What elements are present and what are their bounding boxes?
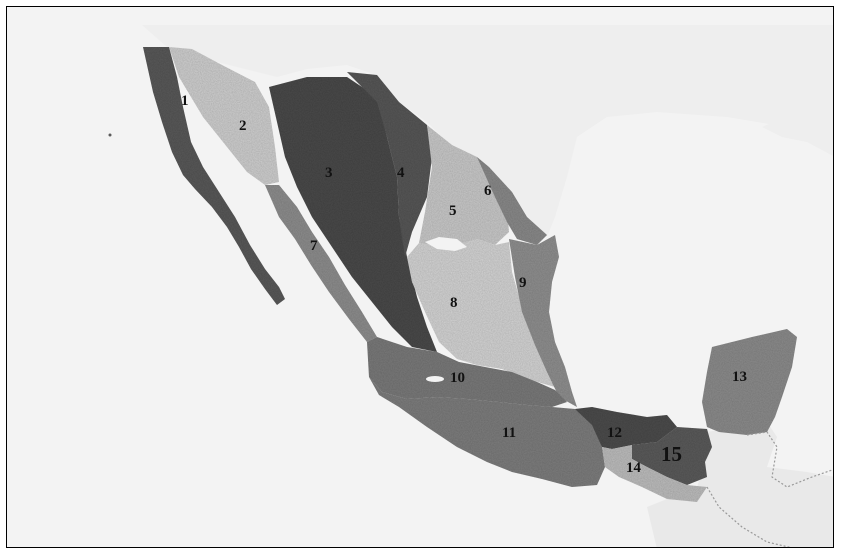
- region-label-13: 13: [732, 369, 747, 385]
- region-label-2: 2: [239, 118, 247, 134]
- island: [108, 133, 112, 137]
- florida: [762, 112, 833, 156]
- region-12: [575, 407, 677, 449]
- region-label-7: 7: [310, 238, 318, 254]
- us-landmass: [142, 25, 833, 237]
- region-7: [265, 185, 377, 342]
- lake: [425, 237, 467, 251]
- region-11: [369, 377, 605, 487]
- region-label-11: 11: [502, 425, 517, 441]
- region-10: [367, 337, 567, 407]
- region-label-15: 15: [661, 442, 682, 466]
- country-border: [706, 486, 792, 547]
- region-label-1: 1: [181, 93, 189, 109]
- region-label-4: 4: [397, 165, 405, 181]
- map-frame: 1 2 3 4 5 6 7 8 9 10 11 12 13 14 15: [6, 6, 834, 548]
- lake: [426, 376, 444, 382]
- region-8: [407, 239, 555, 387]
- region-3: [269, 77, 437, 352]
- central-america: [647, 422, 833, 547]
- region-label-12: 12: [607, 425, 622, 441]
- region-14: [602, 445, 707, 502]
- country-border: [746, 431, 833, 488]
- region-4: [347, 72, 432, 257]
- region-9: [509, 235, 577, 407]
- region-13: [702, 329, 797, 435]
- region-1: [143, 47, 285, 305]
- map-svg: [7, 7, 833, 547]
- region-label-8: 8: [450, 295, 458, 311]
- region-15: [632, 427, 712, 485]
- region-label-6: 6: [484, 183, 492, 199]
- region-label-10: 10: [450, 370, 465, 386]
- region-6: [477, 157, 547, 245]
- region-2: [169, 47, 279, 185]
- region-label-14: 14: [626, 460, 641, 476]
- region-label-3: 3: [325, 165, 333, 181]
- map-area: 1 2 3 4 5 6 7 8 9 10 11 12 13 14 15: [7, 7, 833, 547]
- region-label-5: 5: [449, 203, 457, 219]
- region-label-9: 9: [519, 275, 527, 291]
- region-5: [419, 125, 509, 247]
